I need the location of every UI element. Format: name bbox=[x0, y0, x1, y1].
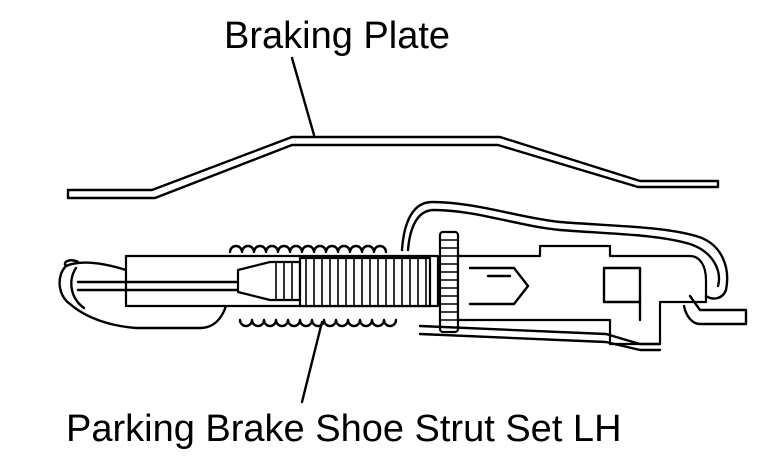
strut-right-tab bbox=[682, 294, 748, 326]
lever-bar bbox=[418, 324, 662, 352]
leader-line-bottom bbox=[300, 320, 324, 404]
star-wheel bbox=[438, 230, 460, 334]
strut-set-label: Parking Brake Shoe Strut Set LH bbox=[66, 408, 622, 450]
strut-left-hook bbox=[58, 259, 228, 330]
return-wire-spring bbox=[400, 200, 729, 300]
spring-coils-bottom bbox=[238, 318, 398, 328]
braking-plate bbox=[66, 135, 720, 200]
leader-line-top bbox=[290, 56, 316, 137]
braking-plate-label: Braking Plate bbox=[224, 15, 451, 57]
adjuster-screw bbox=[236, 256, 432, 308]
spring-coils-top bbox=[228, 244, 388, 254]
